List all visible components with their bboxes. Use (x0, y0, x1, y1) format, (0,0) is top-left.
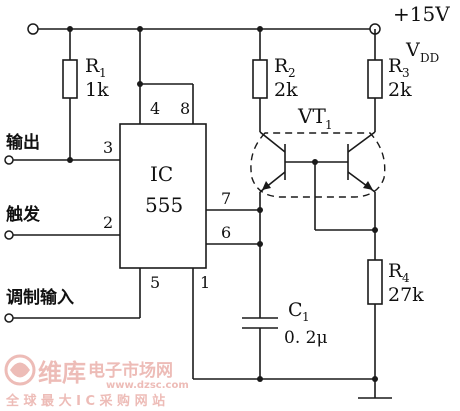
c1-capacitor (242, 210, 278, 379)
r1-value: 1k (85, 79, 109, 101)
watermark-url: www.dzsc.com (106, 380, 189, 391)
pin-5-label: 5 (150, 273, 160, 292)
pin-4-label: 4 (150, 99, 160, 118)
trigger-label: 触发 (5, 204, 41, 225)
pin-7-label: 7 (221, 189, 231, 208)
pin-1-label: 1 (200, 273, 210, 292)
r3-ref: R (388, 55, 403, 77)
output-label: 输出 (6, 132, 40, 153)
r1-resistor (62, 59, 78, 99)
vt1-ref: VT (297, 104, 326, 128)
r3-value: 2k (388, 79, 412, 101)
watermark-brand: 维库 (38, 359, 86, 387)
watermark-slogan: 全 球 最 大 I C 采 购 网 站 (5, 393, 165, 409)
pin-7-6-wiring (206, 207, 263, 247)
watermark: 维库 电子市场网 www.dzsc.com 全 球 最 大 I C 采 购 网 … (4, 354, 189, 409)
pin-4-8-wiring (137, 29, 194, 124)
ic-part-number: 555 (145, 193, 183, 217)
r1-index: 1 (99, 66, 107, 80)
vt1-index: 1 (325, 118, 333, 132)
vdd-label: V (405, 39, 420, 61)
watermark-logo-icon (4, 354, 36, 386)
pin-6-label: 6 (221, 223, 231, 242)
r4-value: 27k (388, 284, 424, 306)
pin-8-label: 8 (180, 99, 190, 118)
r4-resistor (367, 259, 383, 305)
pin-3-label: 3 (103, 138, 113, 157)
r3-index: 3 (402, 66, 410, 80)
supply-rail (27, 23, 381, 35)
vt1-enclosure (250, 132, 386, 198)
r2-resistor (252, 59, 268, 99)
r4-index: 4 (402, 271, 410, 285)
c1-index: 1 (302, 310, 310, 324)
mod-input-label: 调制输入 (6, 287, 74, 308)
trigger-terminal[interactable] (4, 230, 14, 240)
r2-ref: R (274, 55, 289, 77)
vt1-left-transistor (259, 131, 315, 210)
c1-ref: C (288, 299, 303, 321)
c1-value: 0. 2μ (284, 328, 328, 348)
supply-voltage-label: +15V (393, 2, 450, 26)
vdd-subscript: DD (420, 51, 439, 65)
mod-input-wiring (12, 268, 141, 319)
watermark-tagline: 电子市场网 (88, 360, 173, 381)
ic-name: IC (150, 162, 173, 186)
ic-555-body (119, 123, 207, 269)
vt1-right-transistor (312, 131, 378, 233)
r3-resistor (367, 59, 383, 99)
r4-ref: R (388, 260, 403, 282)
output-terminal[interactable] (4, 155, 14, 165)
r2-index: 2 (288, 66, 296, 80)
pin-2-label: 2 (103, 213, 113, 232)
r2-value: 2k (274, 79, 298, 101)
bottom-ground-rail (193, 376, 392, 399)
r1-ref: R (85, 55, 100, 77)
mod-input-terminal[interactable] (4, 313, 14, 323)
